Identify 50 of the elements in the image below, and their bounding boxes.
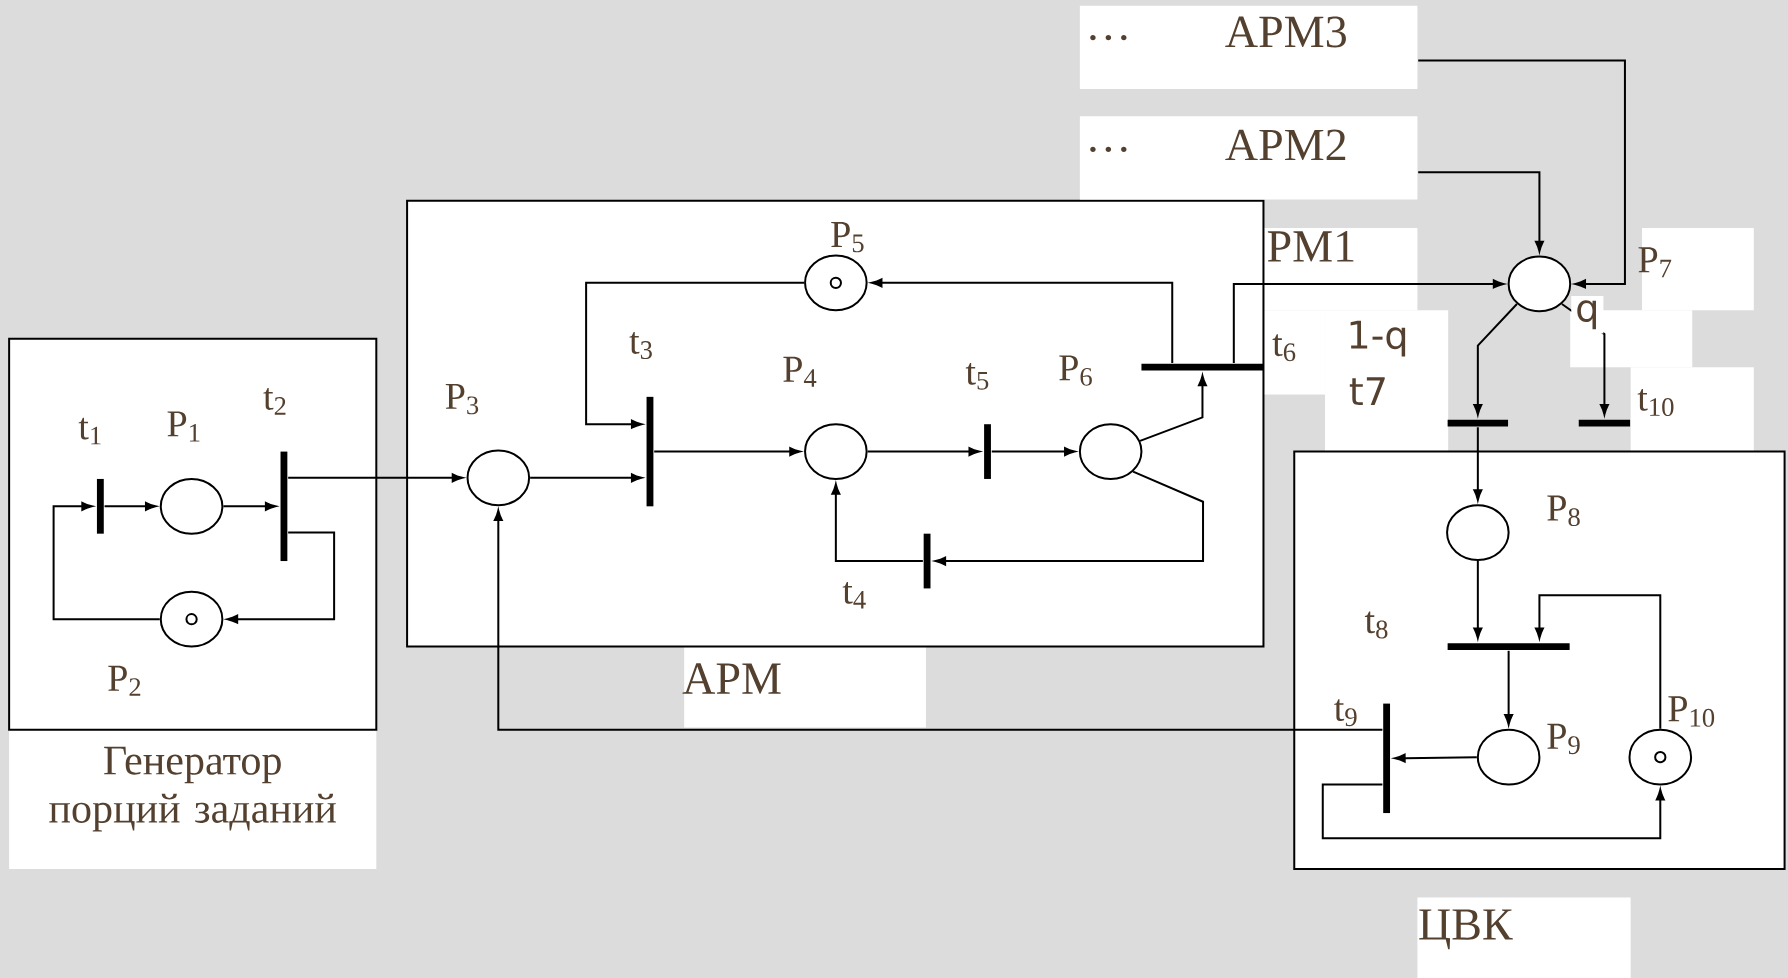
- box-label: …: [1090, 34, 1127, 41]
- arrow: [1139, 374, 1207, 442]
- place-label: t$_{1}$: [78, 417, 101, 445]
- place-label: P$_{1}$: [167, 411, 200, 442]
- arrow: [493, 509, 1384, 731]
- arrow: [103, 501, 157, 511]
- arrow: [226, 531, 336, 624]
- place-label: t$_{5}$: [965, 362, 989, 390]
- place-label: t$_{10}$: [1637, 388, 1674, 416]
- arrow: [1473, 559, 1483, 639]
- place-label: t$_{4}$: [842, 581, 866, 609]
- arrow: [871, 278, 1174, 364]
- arrow: [934, 470, 1205, 566]
- panel-heading: ЦВК: [1419, 909, 1513, 950]
- place-label: P$_{4}$: [783, 356, 817, 387]
- edge-label: q: [1571, 295, 1604, 334]
- arrow: [52, 501, 161, 620]
- box-label: АРМ2: [1225, 129, 1346, 160]
- arrow: [287, 473, 464, 483]
- place-label: P$_{3}$: [445, 383, 479, 415]
- place-label: t7: [1349, 377, 1385, 405]
- place-label: t$_{8}$: [1364, 611, 1388, 639]
- box-label: АРМ3: [1225, 16, 1346, 48]
- place-label: P$_{7}$: [1638, 247, 1672, 278]
- panel-heading: Генератор порций заданий: [49, 746, 336, 832]
- place-label: t$_{6}$: [1272, 334, 1296, 362]
- arrow: [1473, 302, 1518, 416]
- place-label: P$_{9}$: [1547, 723, 1580, 754]
- place-label: P$_{8}$: [1547, 495, 1580, 526]
- arrow: [831, 483, 924, 562]
- place-label: t$_{2}$: [263, 387, 286, 415]
- arrow: [222, 501, 277, 511]
- place-label: P$_{5}$: [831, 221, 864, 253]
- edge-label: 1-q: [1342, 316, 1413, 361]
- arrow: [585, 281, 806, 429]
- box-label: РМ1: [1267, 230, 1354, 262]
- arrow: [529, 473, 643, 483]
- arrow: [1534, 594, 1662, 730]
- arrow: [1504, 649, 1514, 726]
- place-label: P$_{6}$: [1059, 355, 1092, 386]
- place-label: P$_{2}$: [108, 665, 141, 696]
- place-label: P$_{10}$: [1668, 696, 1715, 727]
- place-label: t$_{9}$: [1334, 699, 1357, 726]
- arrow: [1232, 279, 1505, 364]
- arrow: [1473, 426, 1483, 501]
- place-label: t$_{3}$: [629, 331, 652, 359]
- panel-heading: АРМ: [682, 663, 781, 694]
- arrow: [1321, 783, 1665, 839]
- box-label: …: [1090, 146, 1127, 152]
- arrow: [1394, 753, 1478, 763]
